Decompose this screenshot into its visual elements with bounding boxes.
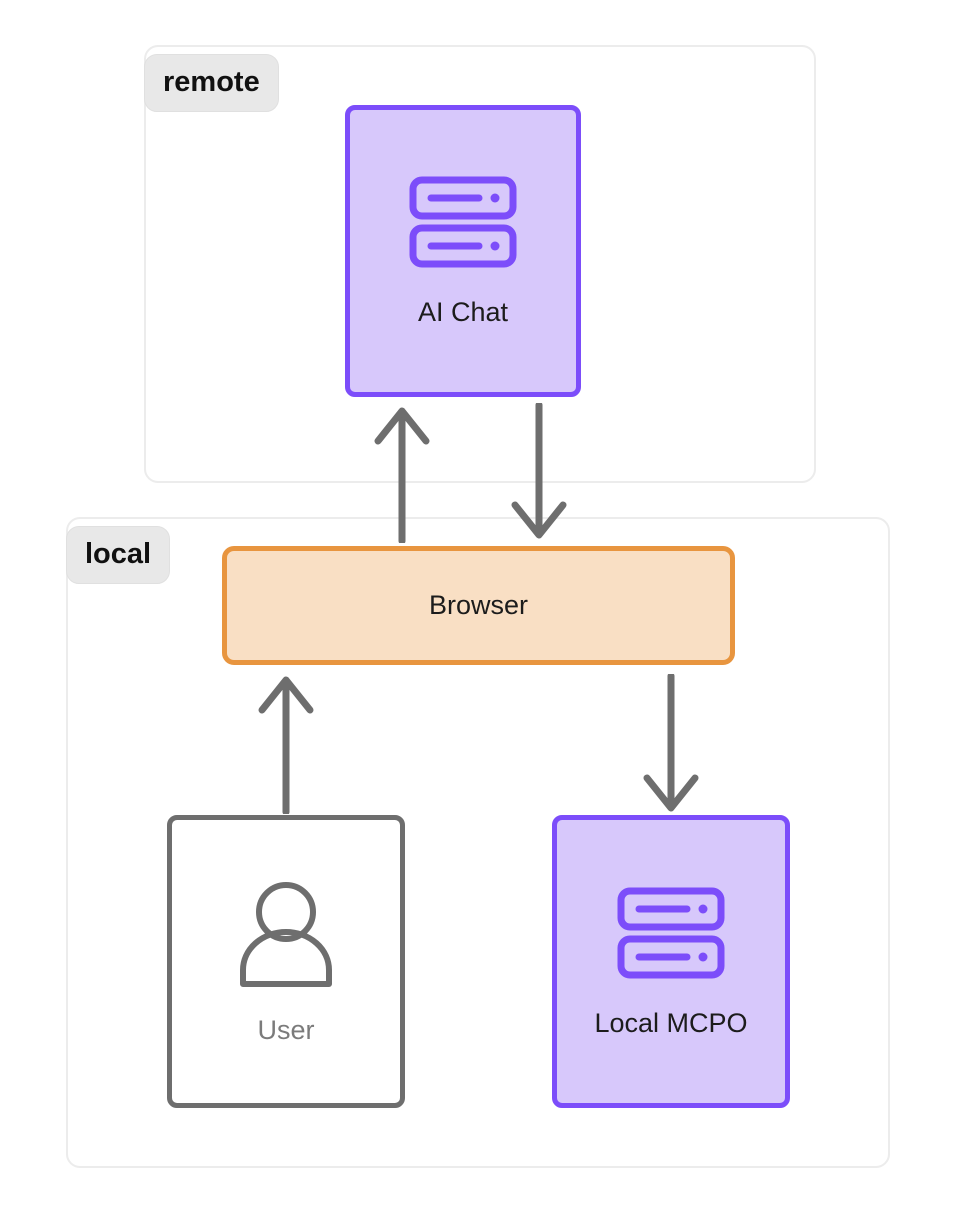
node-label-user: User	[257, 1014, 315, 1045]
node-label-ai-chat: AI Chat	[417, 297, 509, 328]
node-local-mcpo[interactable]: Local MCPO	[552, 815, 790, 1108]
server-icon	[407, 174, 519, 270]
node-label-browser: Browser	[428, 589, 529, 620]
arrow-browser-to-local-mcpo	[641, 672, 701, 814]
node-user[interactable]: User	[167, 815, 405, 1108]
group-label-local: local	[66, 526, 171, 584]
arrow-browser-to-ai-chat	[372, 403, 432, 545]
group-remote	[144, 45, 816, 483]
arrow-user-to-browser	[256, 672, 316, 816]
group-label-remote: remote	[144, 54, 279, 112]
node-label-local-mcpo: Local MCPO	[594, 1007, 748, 1038]
person-icon	[225, 878, 347, 990]
node-ai-chat[interactable]: AI Chat	[345, 105, 581, 397]
node-browser[interactable]: Browser	[222, 546, 735, 665]
group-local	[66, 517, 890, 1168]
arrow-ai-chat-to-browser	[509, 401, 569, 543]
server-icon	[615, 885, 727, 981]
